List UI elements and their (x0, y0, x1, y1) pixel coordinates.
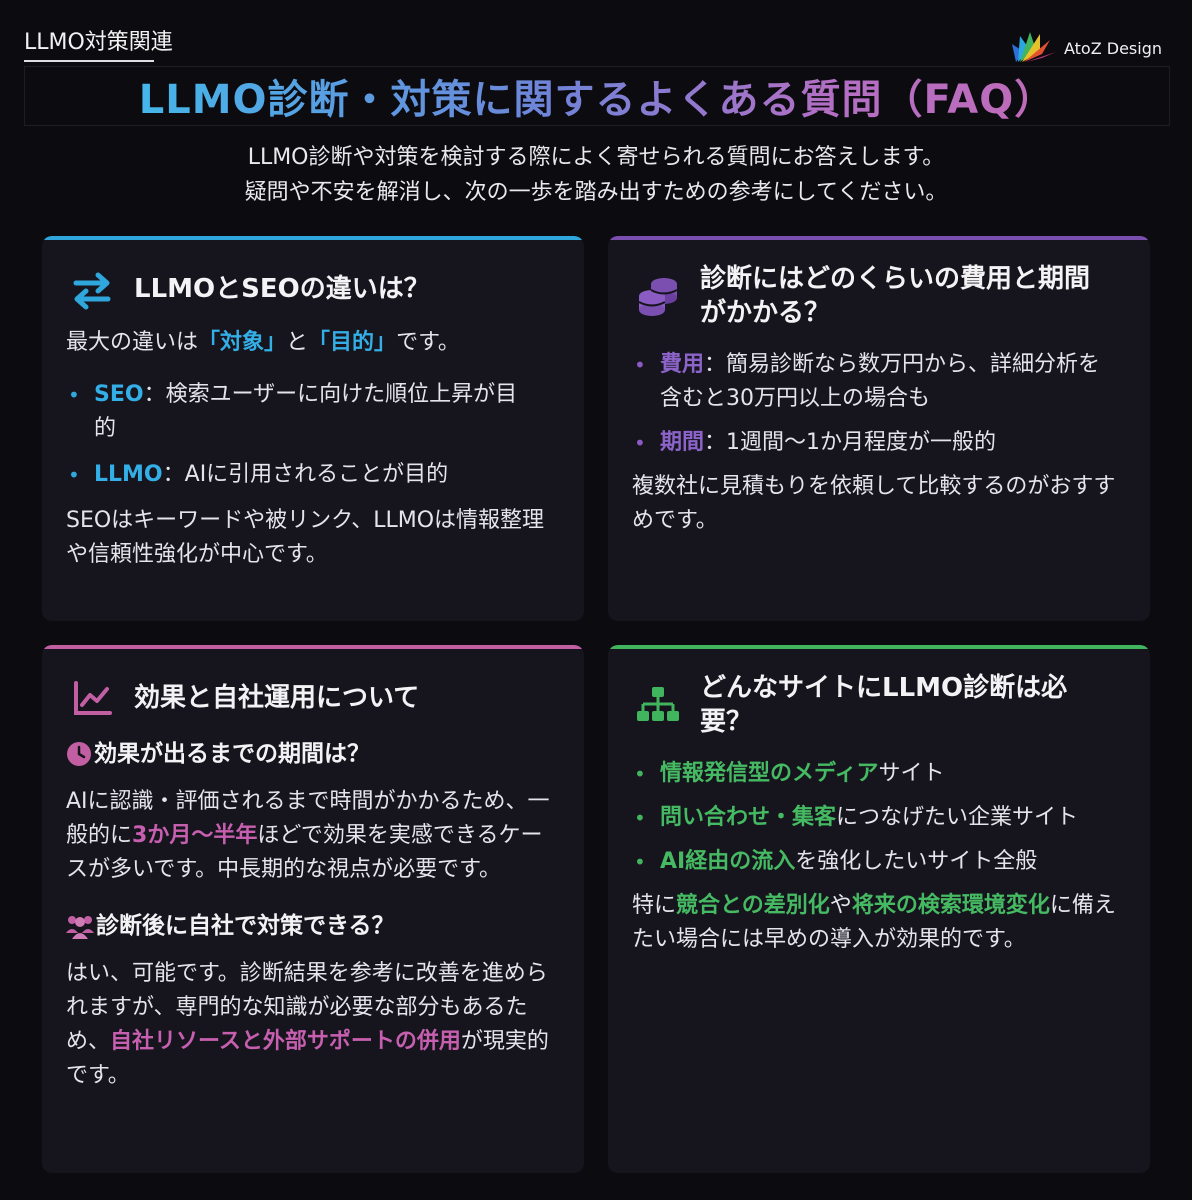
list-item: LLMO：AIに引用されることが目的 (66, 458, 560, 492)
item-text: ：簡易診断なら数万円から、詳細分析を含むと30万円以上の場合も (660, 352, 1101, 411)
item-text: につなげたい企業サイト (836, 805, 1079, 830)
card-accent-bar (42, 236, 584, 240)
card-note: 複数社に見積もりを依頼して比較するのがおすすめです。 (632, 474, 1116, 533)
list-item: AI経由の流入を強化したいサイト全般 (632, 845, 1126, 879)
card-title: 効果と自社運用について (134, 683, 420, 713)
answer-text: AIに認識・評価されるまで時間がかかるため、一般的に (66, 789, 550, 848)
sub-question-title: 効果が出るまでの期間は？ (94, 741, 370, 767)
sitemap-icon (632, 671, 684, 739)
users-icon (66, 916, 94, 939)
card-title: どんなサイトにLLMO診断は必要？ (700, 673, 1068, 737)
list-item: 情報発信型のメディアサイト (632, 757, 1126, 791)
answer-text: ほどで効果を実感できるケースが多いです。中長期的な視点が必要です。 (66, 823, 543, 882)
note-highlight: 将来の検索環境変化 (851, 893, 1050, 918)
card-accent-bar (42, 645, 584, 649)
category-tag: LLMO対策関連 (24, 30, 173, 55)
lead-text: 最大の違いは (66, 330, 199, 355)
card-note: SEOはキーワードや被リンク、LLMOは情報整理や信頼性強化が中心です。 (66, 508, 545, 567)
intro-line-2: 疑問や不安を解消し、次の一歩を踏み出すための参考にしてください。 (244, 180, 948, 205)
item-highlight: 情報発信型のメディア (660, 761, 879, 786)
item-text: ：検索ユーザーに向けた順位上昇が目的 (94, 382, 518, 441)
answer-text: はい、可能です。診断結果を参考に改善を進められますが、専門的な知識が必要な部分も… (66, 961, 548, 1054)
item-text: を強化したいサイト全般 (795, 849, 1038, 874)
sub-question-title: 診断後に自社で対策できる？ (96, 913, 395, 939)
lead-text: です。 (396, 330, 460, 355)
title-box: LLMO診断・対策に関するよくある質問（FAQ） (24, 66, 1170, 126)
item-highlight: AI経由の流入 (660, 849, 796, 874)
card-accent-bar (608, 236, 1150, 240)
answer-text: が現実的です。 (66, 1029, 549, 1088)
item-highlight: LLMO (94, 462, 163, 487)
faq-card-llmo-vs-seo: LLMOとSEOの違いは？ 最大の違いは「対象」と「目的」です。 SEO：検索ユ… (42, 236, 584, 621)
item-text: ：1週間〜1か月程度が一般的 (704, 430, 997, 455)
card-title: LLMOとSEOの違いは？ (134, 274, 430, 304)
note-text: 特に (632, 893, 677, 918)
sub-question-1: 効果が出るまでの期間は？ (66, 737, 560, 771)
item-text: サイト (878, 761, 945, 786)
swap-arrows-icon (66, 268, 118, 312)
faq-card-effect-operation: 効果と自社運用について 効果が出るまでの期間は？ AIに認識・評価されるまで時間… (42, 645, 584, 1173)
faq-card-target-sites: どんなサイトにLLMO診断は必要？ 情報発信型のメディアサイト 問い合わせ・集客… (608, 645, 1150, 1173)
list-item: 費用：簡易診断なら数万円から、詳細分析を含むと30万円以上の場合も (632, 348, 1126, 416)
clock-icon (67, 742, 91, 766)
item-text: ：AIに引用されることが目的 (162, 462, 449, 487)
lead-highlight-target: 「対象」 (198, 330, 287, 355)
lead-highlight-purpose: 「目的」 (308, 330, 397, 355)
note-text: や (829, 893, 852, 918)
tag-underline (24, 60, 154, 62)
sub-answer-1: AIに認識・評価されるまで時間がかかるため、一般的に3か月〜半年ほどで効果を実感… (66, 785, 560, 887)
intro-line-1: LLMO診断や対策を検討する際によく寄せられる質問にお答えします。 (247, 145, 945, 170)
brand-logo: AtoZ Design (1010, 30, 1162, 66)
sub-question-2: 診断後に自社で対策できる？ (66, 909, 560, 943)
item-highlight: SEO (94, 382, 144, 407)
list-item: 問い合わせ・集客につなげたい企業サイト (632, 801, 1126, 835)
note-highlight: 競合との差別化 (676, 893, 830, 918)
card-lead: 最大の違いは「対象」と「目的」です。 (66, 326, 560, 360)
lead-text: と (286, 330, 309, 355)
item-highlight: 問い合わせ・集客 (660, 805, 837, 830)
faq-card-cost-period: 診断にはどのくらいの費用と期間がかかる？ 費用：簡易診断なら数万円から、詳細分析… (608, 236, 1150, 621)
brand-name: AtoZ Design (1063, 38, 1162, 58)
card-note: 特に競合との差別化や将来の検索環境変化に備えたい場合には早めの導入が効果的です。 (632, 889, 1126, 957)
item-highlight: 期間 (660, 430, 705, 455)
card-title: 診断にはどのくらいの費用と期間がかかる？ (700, 264, 1091, 328)
page-title: LLMO診断・対策に関するよくある質問（FAQ） (139, 67, 1055, 125)
list-item: 期間：1週間〜1か月程度が一般的 (632, 426, 1126, 460)
card-accent-bar (608, 645, 1150, 649)
fan-logo-icon (1011, 32, 1056, 62)
note-text: に備えたい場合には早めの導入が効果的です。 (632, 893, 1116, 952)
coins-icon (632, 262, 684, 330)
answer-highlight: 自社リソースと外部サポートの併用 (110, 1029, 461, 1054)
intro-text: LLMO診断や対策を検討する際によく寄せられる質問にお答えします。 疑問や不安を… (0, 140, 1192, 210)
line-chart-icon (66, 677, 118, 721)
sub-answer-2: はい、可能です。診断結果を参考に改善を進められますが、専門的な知識が必要な部分も… (66, 957, 560, 1093)
item-highlight: 費用 (660, 352, 705, 377)
answer-highlight: 3か月〜半年 (132, 823, 258, 848)
list-item: SEO：検索ユーザーに向けた順位上昇が目的 (66, 378, 560, 446)
